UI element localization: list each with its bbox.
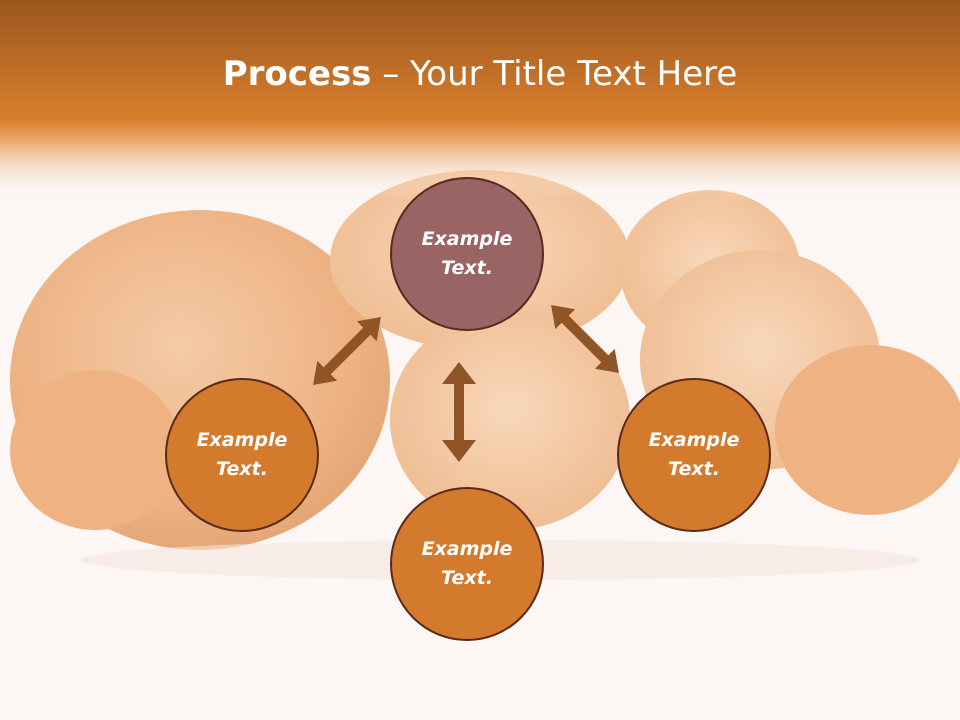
node-top[interactable]: Example Text. — [390, 177, 544, 331]
title-strong: Process — [222, 54, 372, 94]
node-right[interactable]: Example Text. — [617, 378, 771, 532]
node-right-line2: Text. — [668, 458, 720, 480]
title-rest: – Your Title Text Here — [371, 54, 738, 94]
node-bottom[interactable]: Example Text. — [390, 487, 544, 641]
page-title: Process – Your Title Text Here — [0, 50, 960, 98]
node-top-line1: Example — [421, 228, 513, 250]
title-bar — [0, 0, 960, 200]
node-right-line1: Example — [648, 429, 740, 451]
node-top-line2: Text. — [441, 257, 493, 279]
node-left-line2: Text. — [216, 458, 268, 480]
node-bottom-line2: Text. — [441, 567, 493, 589]
node-bottom-line1: Example — [421, 538, 513, 560]
node-left[interactable]: Example Text. — [165, 378, 319, 532]
node-left-line1: Example — [196, 429, 288, 451]
